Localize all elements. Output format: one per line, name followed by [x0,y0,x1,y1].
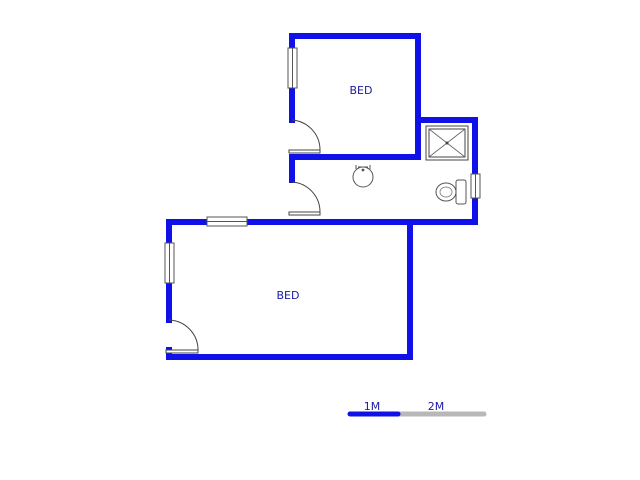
room-label-upper-bedroom: BED [350,84,373,97]
scale-label-1m: 1M [364,400,381,413]
window-bathroom-right [470,173,481,199]
windows [164,47,481,284]
scale-bar: 1M 2M [347,400,487,417]
basin-icon [352,165,374,188]
window-upper-left [287,47,298,89]
door-corridor [288,181,321,216]
door-upper-bedroom [288,119,321,154]
scale-label-2m: 2M [428,400,445,413]
lower-bedroom-walls [166,219,478,323]
door-lower-bedroom [165,319,199,354]
doors [165,119,321,354]
toilet-icon [435,179,467,205]
room-label-lower-bedroom: BED [277,289,300,302]
walls [166,33,478,360]
window-lower-top [206,216,248,227]
window-lower-left [164,242,175,284]
shower-icon [425,125,469,161]
